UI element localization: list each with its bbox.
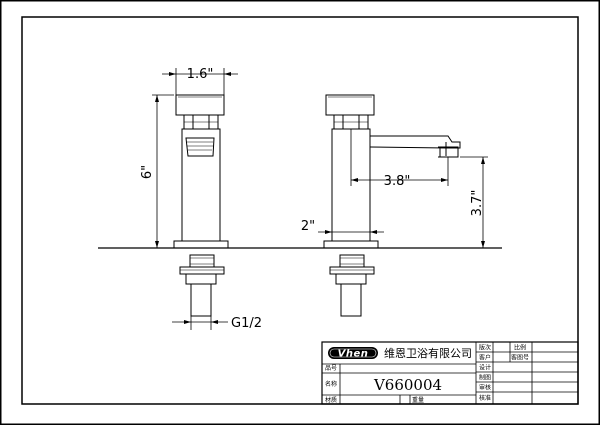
label-weight: 重量	[412, 396, 424, 404]
label-approval: 核准	[479, 394, 491, 402]
label-part-number: 品号	[325, 365, 337, 372]
label-scale: 比例	[514, 344, 526, 352]
front-dimension-arrows	[155, 72, 231, 324]
label-customer: 客户	[479, 354, 491, 362]
dim-spout-reach: 3.8"	[384, 174, 411, 189]
company-name: 维恩卫浴有限公司	[384, 346, 472, 360]
dim-height-front: 6"	[140, 165, 155, 179]
front-dimensions	[152, 68, 238, 330]
title-block-grid	[321, 341, 579, 405]
side-view	[323, 94, 461, 317]
dim-body-width: 2"	[301, 219, 315, 234]
label-version: 版次	[479, 344, 491, 352]
label-name: 名称	[325, 380, 337, 388]
dim-spout-height: 3.7"	[470, 190, 485, 217]
brand-logo	[328, 347, 378, 359]
label-design: 设计	[479, 364, 491, 372]
front-view	[173, 94, 229, 317]
side-dimensions	[318, 129, 488, 249]
brand-logo-text: Vhen	[338, 349, 369, 360]
label-customer-drawing-no: 客图号	[511, 354, 529, 362]
label-drafting: 制图	[479, 374, 491, 382]
side-dimension-arrows	[325, 157, 485, 248]
label-review: 审核	[479, 384, 491, 392]
dim-top-width: 1.6"	[187, 67, 214, 82]
model-number: V660004	[373, 376, 442, 394]
label-material: 材质	[325, 396, 337, 404]
dim-thread: G1/2	[231, 316, 262, 331]
